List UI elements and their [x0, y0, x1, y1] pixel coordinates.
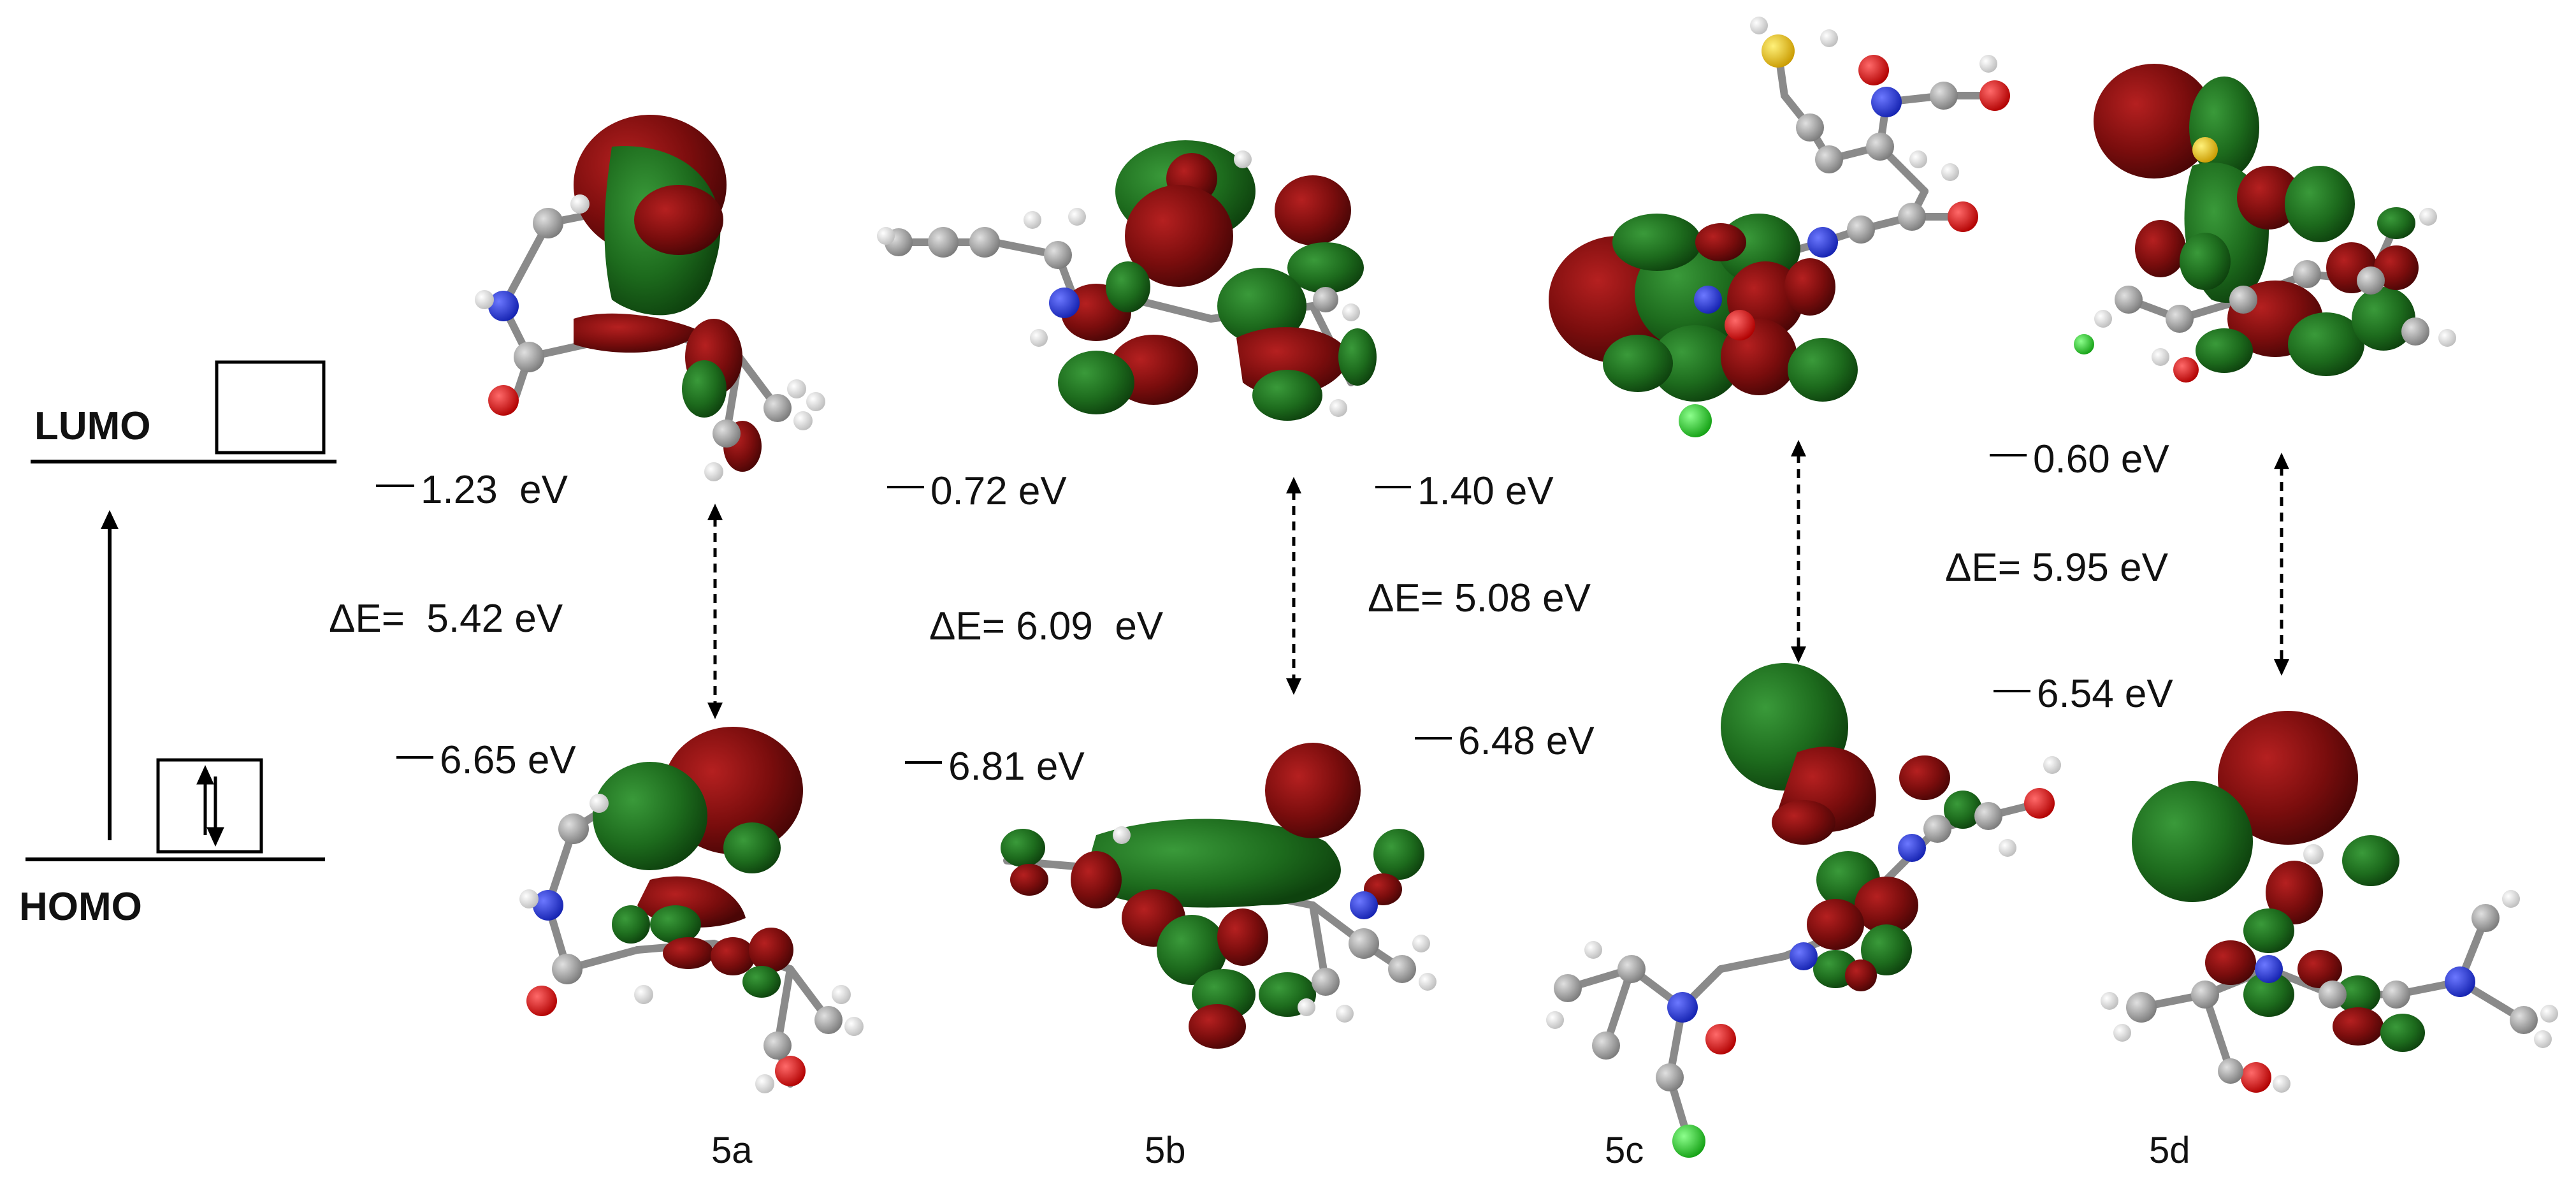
orbital-5d-lumo [2074, 64, 2456, 383]
homo-energy-5d: 6.54 eV [2037, 672, 2173, 716]
homo-energy-5c: 6.48 eV [1458, 719, 1595, 763]
lumo-energy-5b: 0.72 eV [930, 469, 1067, 513]
energy-gap-5a: ΔE= 5.42 eV [329, 597, 563, 641]
orbital-5c-homo [1546, 663, 2061, 1158]
lumo-energy-5d: 0.60 eV [2033, 437, 2169, 481]
orbital-5a-homo [519, 727, 864, 1093]
homo-label: HOMO [19, 885, 142, 929]
orbital-5c-lumo [1549, 17, 2010, 437]
excitation-arrow [101, 510, 119, 840]
gap-arrow-5b [1286, 477, 1301, 695]
homo-energy-5a: 6.65 eV [440, 738, 576, 782]
compound-label-5c: 5c [1605, 1130, 1644, 1171]
energy-gap-5d: ΔE= 5.95 eV [1945, 546, 2168, 590]
homo-filled-box [156, 758, 263, 854]
orbital-5d-homo [2101, 711, 2558, 1093]
compound-label-5b: 5b [1145, 1130, 1186, 1171]
gap-arrow-5d [2274, 453, 2289, 676]
energy-tick-marks [376, 454, 2030, 764]
electron-pair-arrows [196, 764, 224, 847]
energy-gap-5c: ΔE= 5.08 eV [1368, 576, 1591, 620]
orbital-5b-homo [1001, 743, 1436, 1049]
lumo-energy-5a: 1.23 eV [421, 468, 568, 512]
lumo-label: LUMO [34, 404, 151, 448]
compound-label-5d: 5d [2149, 1130, 2190, 1171]
orbital-5a-lumo [475, 115, 825, 481]
homo-energy-5b: 6.81 eV [948, 745, 1085, 789]
orbital-5b-lumo [877, 140, 1377, 421]
gap-arrow-5a [707, 504, 723, 719]
gap-arrow-5c [1791, 440, 1806, 663]
lumo-energy-5c: 1.40 eV [1417, 469, 1554, 513]
compound-label-5a: 5a [711, 1130, 753, 1171]
energy-gap-5b: ΔE= 6.09 eV [929, 604, 1164, 648]
lumo-empty-box [215, 360, 326, 455]
